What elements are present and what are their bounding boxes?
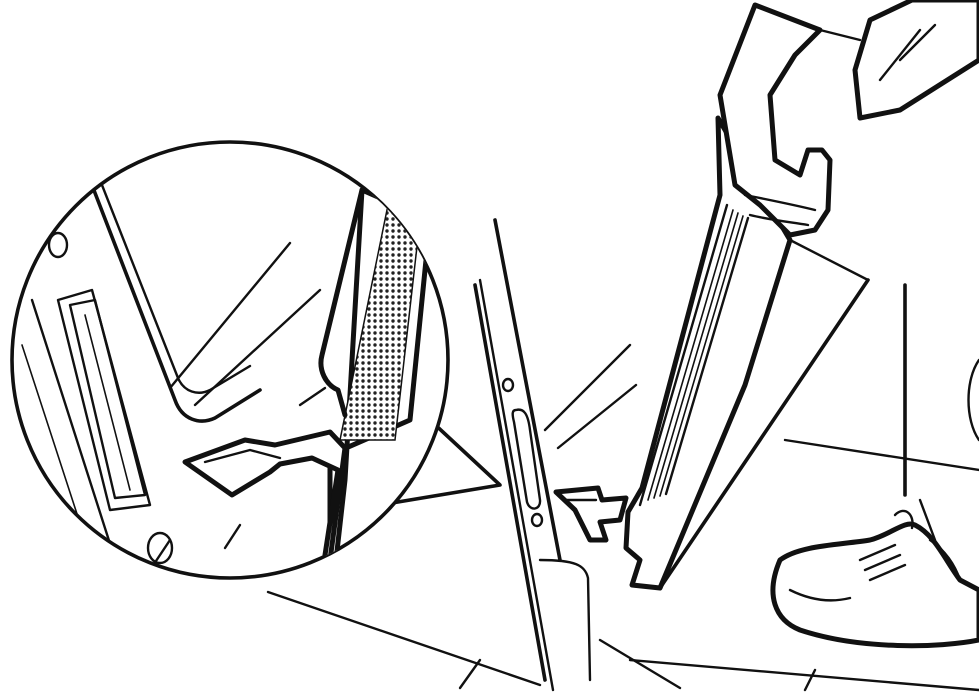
hinge-tab-main [556,488,626,540]
hinge-slot [503,379,542,526]
shoe [773,511,979,646]
hand [720,0,979,235]
magnified-detail-circle [0,0,500,578]
cabinet-side [475,220,636,690]
leg [905,285,979,540]
